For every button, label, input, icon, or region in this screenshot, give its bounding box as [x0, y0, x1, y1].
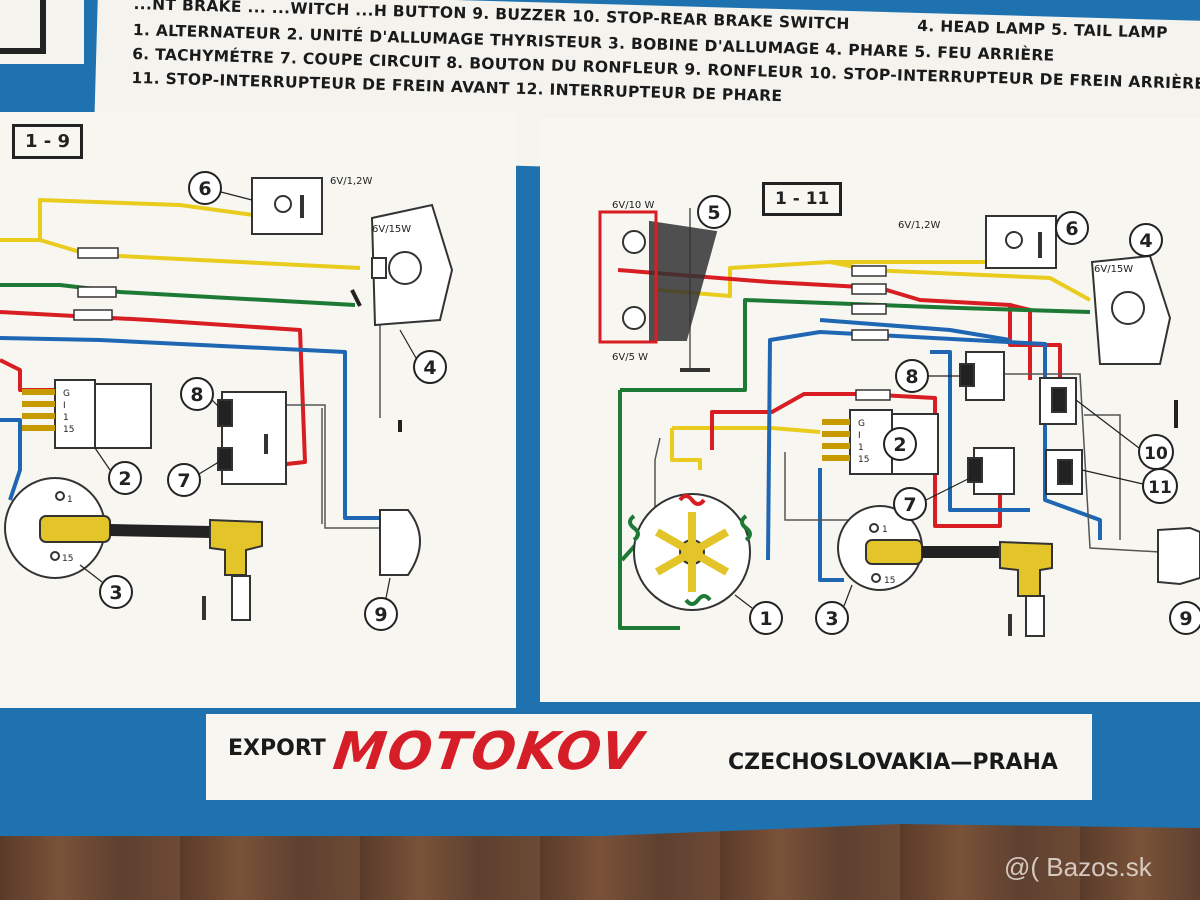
origin-label: CZECHOSLOVAKIA—PRAHA	[728, 750, 1058, 775]
right-tail-lamp	[598, 210, 718, 372]
left-buzzer	[379, 509, 421, 576]
left-coil-terminal-1: 1	[67, 495, 73, 505]
diagram-id-left: 1 - 9	[12, 124, 84, 159]
left-callout-2: 2	[118, 468, 131, 490]
left-headlamp	[370, 203, 454, 327]
right-callout-9: 9	[1179, 608, 1192, 630]
right-terminal-g: G	[858, 419, 865, 429]
left-callouts	[99, 171, 447, 631]
left-lamp-4-rating: 6V/15W	[372, 224, 411, 235]
right-callout-leaders	[734, 375, 1144, 609]
right-ignition-coil	[837, 505, 1053, 637]
motokov-banner: EXPORT MOTOKOV CZECHOSLOVAKIA—PRAHA	[206, 714, 1092, 800]
right-callout-11: 11	[1148, 478, 1172, 498]
right-callout-5: 5	[707, 202, 720, 224]
export-label: EXPORT	[228, 736, 326, 761]
right-lamp-4-rating: 6V/15W	[1094, 264, 1133, 275]
right-callout-8: 8	[905, 366, 918, 388]
left-ignition-coil	[4, 477, 263, 621]
right-callout-6: 6	[1065, 218, 1078, 240]
left-lamp-6-rating: 6V/1,2W	[330, 176, 372, 187]
left-connectors	[73, 247, 119, 321]
right-buzzer	[1157, 526, 1200, 586]
corner-legend-fragment	[0, 0, 84, 64]
right-connectors	[851, 265, 891, 401]
left-terminal-1: 1	[63, 413, 69, 423]
right-terminal-15: 15	[858, 455, 869, 465]
right-terminal-i: I	[858, 431, 861, 441]
right-wires	[617, 260, 1102, 630]
right-callout-10: 10	[1144, 444, 1168, 464]
left-callout-6: 6	[198, 178, 211, 200]
right-terminal-1: 1	[858, 443, 864, 453]
right-callout-1: 1	[759, 608, 772, 630]
left-callout-4: 4	[423, 357, 436, 379]
right-callout-4: 4	[1139, 230, 1152, 252]
right-ignition-unit	[822, 409, 939, 475]
left-callout-8: 8	[190, 384, 203, 406]
right-callout-3: 3	[825, 608, 838, 630]
right-lamp-5-top-rating: 6V/10 W	[612, 200, 654, 211]
brand-logo-text: MOTOKOV	[329, 722, 648, 782]
right-alternator	[628, 493, 752, 611]
diagram-id-right: 1 - 11	[762, 182, 843, 216]
right-coil-terminal-1: 1	[882, 525, 888, 535]
right-headlamp	[1090, 254, 1172, 365]
left-ignition-unit	[22, 379, 152, 449]
left-speedometer-lamp	[251, 177, 323, 235]
left-coil-terminal-15: 15	[62, 554, 73, 564]
right-lamp-6-rating: 6V/1,2W	[898, 220, 940, 231]
left-ground-4a	[350, 289, 362, 307]
left-terminal-15: 15	[63, 425, 74, 435]
right-speedometer-lamp	[985, 215, 1057, 269]
right-callout-7: 7	[903, 494, 916, 516]
right-callouts	[697, 195, 1200, 635]
right-switches	[959, 351, 1083, 495]
left-switch-block	[217, 391, 287, 485]
left-callout-3: 3	[109, 582, 122, 604]
wiring-poster: ...NT BRAKE ... ...WITCH ...H BUTTON 9. …	[0, 0, 1200, 836]
left-callout-leaders	[79, 191, 417, 599]
left-terminal-i: I	[63, 401, 66, 411]
right-callout-2: 2	[893, 434, 906, 456]
left-callout-9: 9	[374, 604, 387, 626]
left-callout-7: 7	[177, 470, 190, 492]
right-lamp-5-bottom-rating: 6V/5 W	[612, 352, 648, 363]
right-coil-terminal-15: 15	[884, 576, 895, 586]
left-terminal-g: G	[63, 389, 70, 399]
bazos-watermark: @( Bazos.sk	[1004, 852, 1152, 882]
